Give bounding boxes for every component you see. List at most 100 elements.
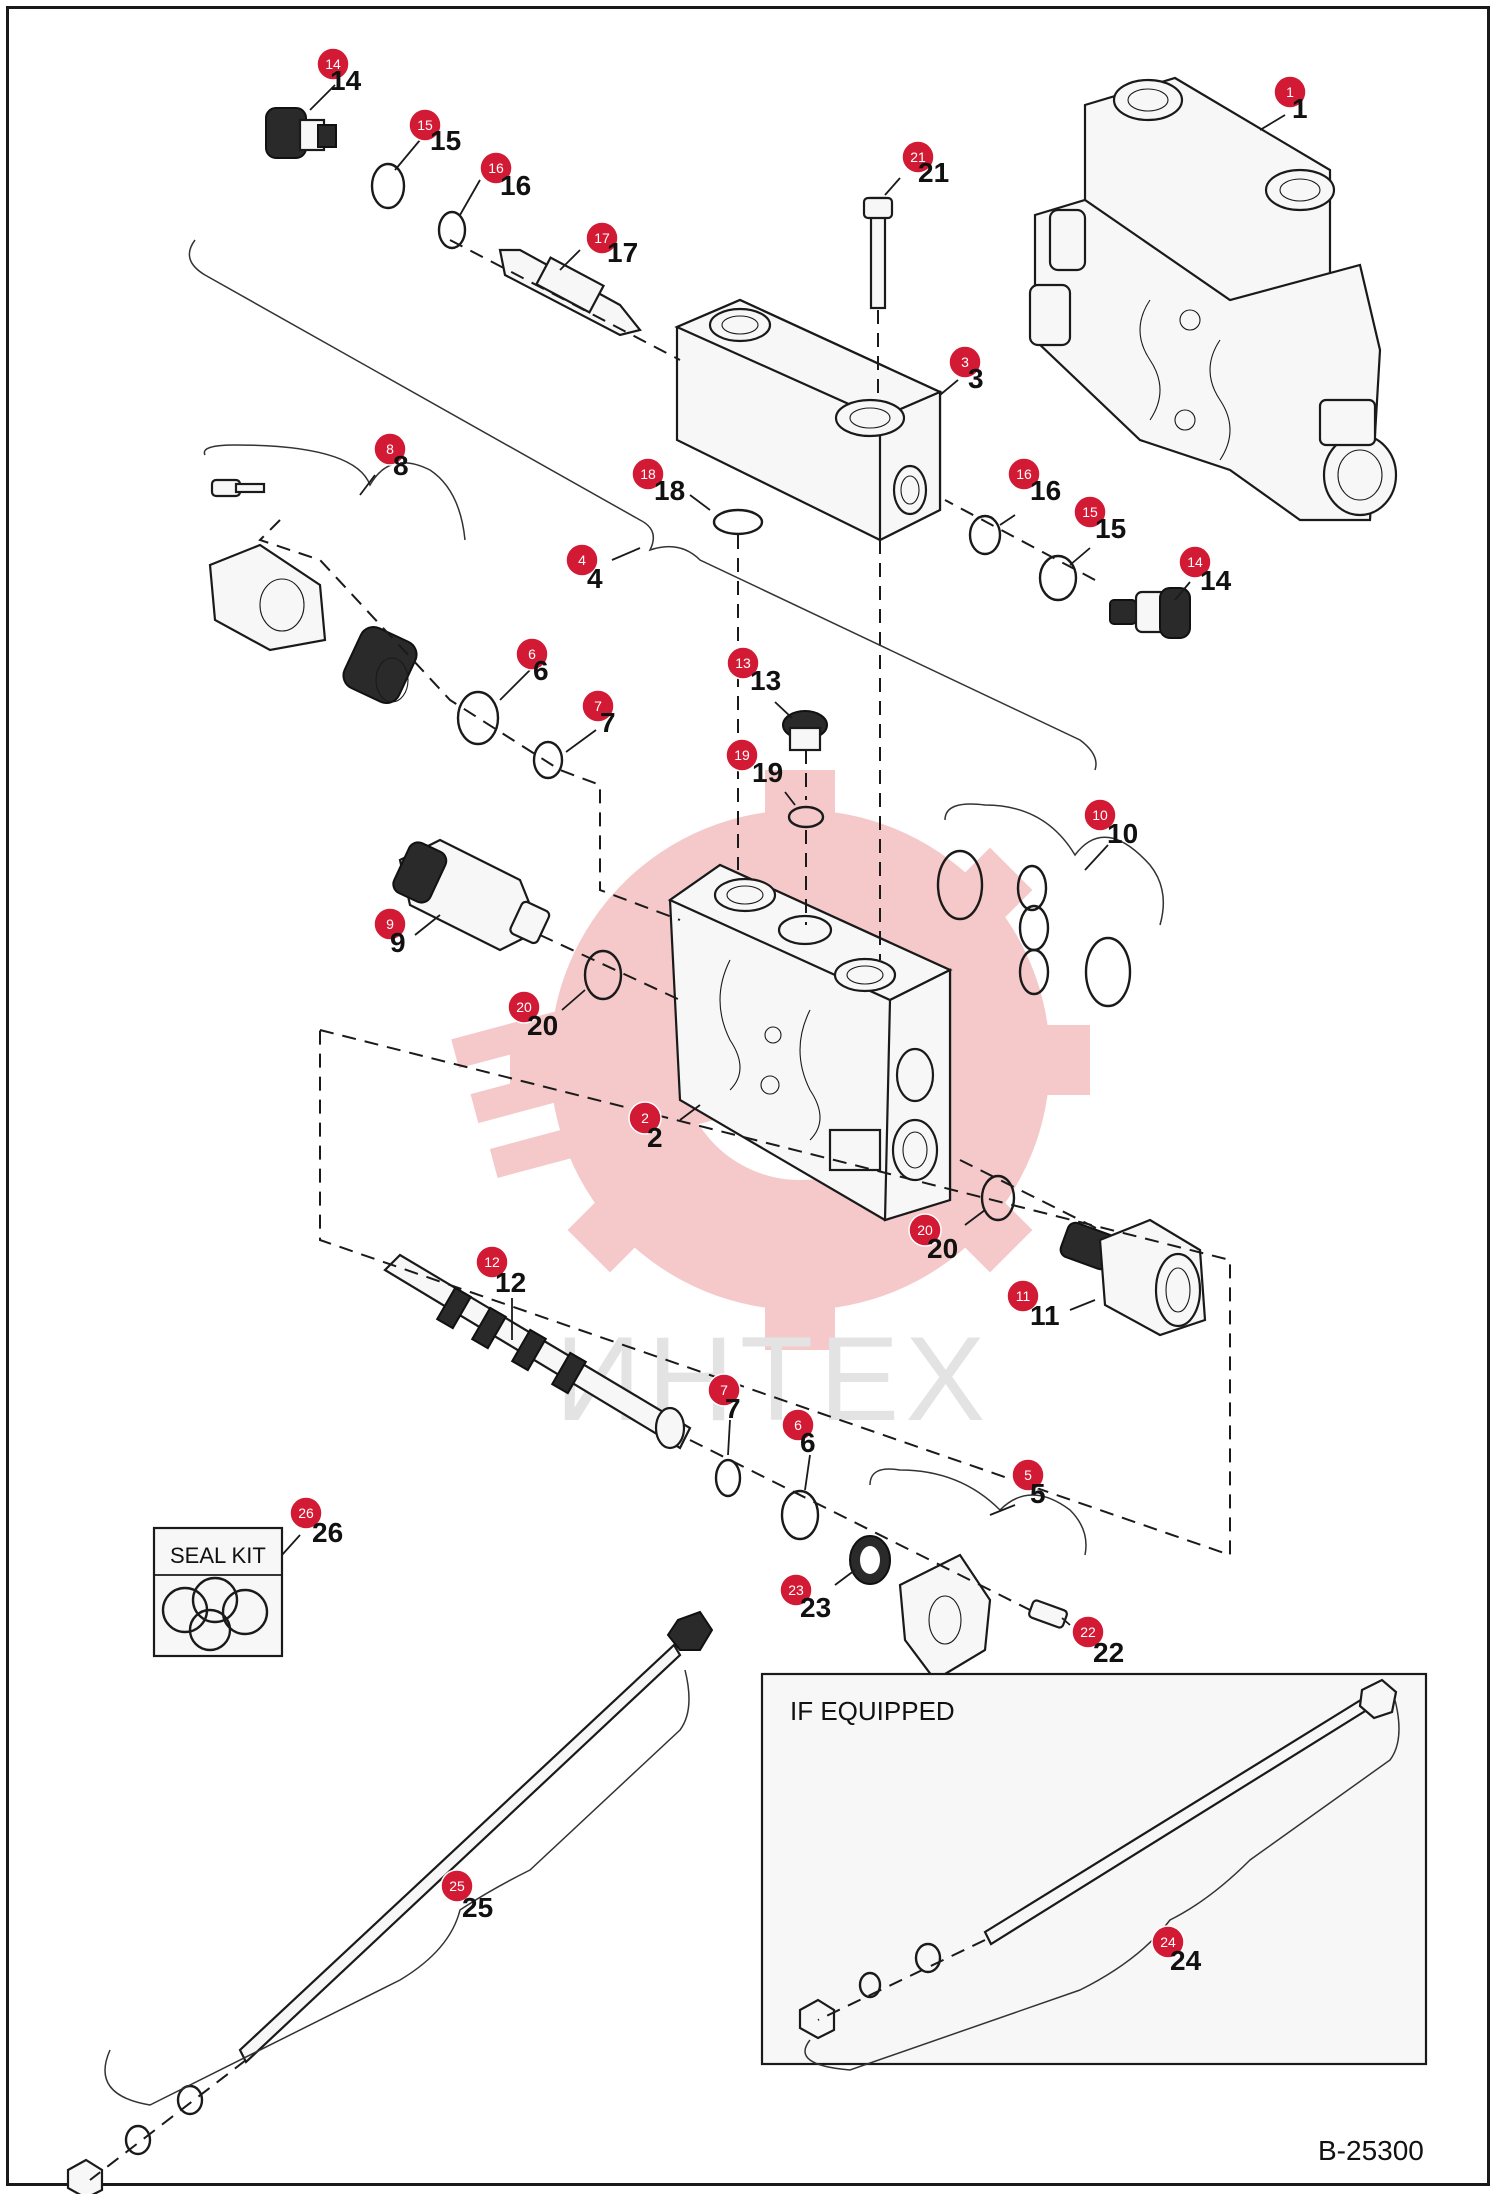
svg-text:9: 9	[390, 927, 406, 958]
svg-text:5: 5	[1024, 1467, 1032, 1483]
svg-text:5: 5	[1030, 1478, 1046, 1509]
svg-text:16: 16	[1016, 466, 1032, 482]
svg-text:8: 8	[393, 450, 409, 481]
callout-6-top: 66	[515, 637, 549, 686]
svg-text:11: 11	[1016, 1288, 1031, 1304]
screw-part-22	[1028, 1599, 1068, 1629]
svg-text:24: 24	[1160, 1934, 1176, 1950]
cap-part-8-screw	[210, 478, 266, 498]
svg-text:26: 26	[298, 1505, 314, 1521]
valve-body-part-2	[667, 863, 953, 1222]
svg-text:1: 1	[1286, 84, 1294, 100]
svg-text:6: 6	[533, 655, 549, 686]
o-ring-part-16-right	[968, 514, 1002, 556]
svg-text:15: 15	[430, 125, 461, 156]
svg-text:14: 14	[330, 65, 362, 96]
o-ring-part-16-top	[437, 210, 467, 250]
svg-text:24: 24	[1170, 1945, 1202, 1976]
bolt-part-21	[862, 196, 894, 310]
svg-text:2: 2	[641, 1110, 649, 1126]
svg-text:26: 26	[312, 1517, 343, 1548]
callout-7-top: 77	[581, 689, 616, 738]
cap-part-5	[898, 1553, 992, 1682]
svg-text:3: 3	[968, 363, 984, 394]
o-ring-part-19	[787, 805, 825, 829]
callout-5: 55	[1011, 1458, 1046, 1509]
svg-text:6: 6	[800, 1427, 816, 1458]
svg-text:7: 7	[594, 698, 602, 714]
callout-8: 88	[373, 432, 409, 481]
svg-text:9: 9	[386, 916, 394, 932]
o-ring-part-15-right	[1038, 554, 1078, 602]
svg-text:4: 4	[578, 552, 586, 568]
svg-text:7: 7	[725, 1393, 741, 1424]
svg-text:3: 3	[961, 354, 969, 370]
svg-text:17: 17	[607, 237, 638, 268]
end-cap-part-3	[674, 298, 943, 542]
svg-text:16: 16	[500, 170, 531, 201]
o-ring-part-7-bottom	[714, 1458, 742, 1498]
callout-7-bottom: 77	[707, 1373, 741, 1424]
callout-2: 22	[628, 1101, 663, 1153]
svg-text:16: 16	[488, 160, 504, 176]
svg-text:21: 21	[910, 149, 926, 165]
svg-text:10: 10	[1092, 807, 1108, 823]
svg-text:19: 19	[752, 757, 783, 788]
svg-text:18: 18	[640, 466, 656, 482]
diagram-frame	[6, 6, 1490, 2186]
o-ring-part-15-top	[370, 162, 406, 210]
svg-text:13: 13	[735, 655, 751, 671]
svg-text:6: 6	[528, 646, 536, 662]
relief-valve-part-9	[392, 838, 551, 952]
tie-rod-part-24	[798, 1678, 1398, 2040]
grouping-braces	[104, 239, 1400, 2106]
svg-text:1: 1	[1292, 93, 1308, 124]
svg-text:12: 12	[495, 1267, 526, 1298]
o-ring-part-7-top	[532, 740, 564, 780]
washer-part-6-top	[456, 690, 500, 746]
callout-1: 11	[1273, 75, 1308, 124]
svg-text:7: 7	[600, 707, 616, 738]
svg-text:12: 12	[484, 1254, 500, 1270]
valve-assembly-part-1	[1028, 76, 1398, 522]
svg-text:15: 15	[1082, 504, 1098, 520]
svg-text:13: 13	[750, 665, 781, 696]
spool-part-12	[383, 1253, 692, 1450]
svg-text:19: 19	[734, 747, 750, 763]
svg-text:20: 20	[527, 1010, 558, 1041]
fitting-part-11	[1059, 1218, 1207, 1337]
svg-text:22: 22	[1093, 1637, 1124, 1668]
svg-text:22: 22	[1080, 1624, 1096, 1640]
svg-text:4: 4	[587, 563, 603, 594]
svg-text:14: 14	[1187, 554, 1203, 570]
washer-part-6-bottom	[780, 1489, 820, 1541]
svg-text:14: 14	[1200, 565, 1232, 596]
svg-text:14: 14	[325, 56, 341, 72]
o-ring-part-20-left	[583, 949, 623, 1001]
callout-9: 99	[373, 907, 407, 958]
callout-6-bottom: 66	[781, 1408, 816, 1458]
assembly-lines	[89, 239, 1231, 2181]
if-equipped-label: IF EQUIPPED	[790, 1696, 955, 1726]
seal-kit-label: SEAL KIT	[170, 1543, 266, 1568]
o-ring-part-20-right	[980, 1174, 1016, 1222]
